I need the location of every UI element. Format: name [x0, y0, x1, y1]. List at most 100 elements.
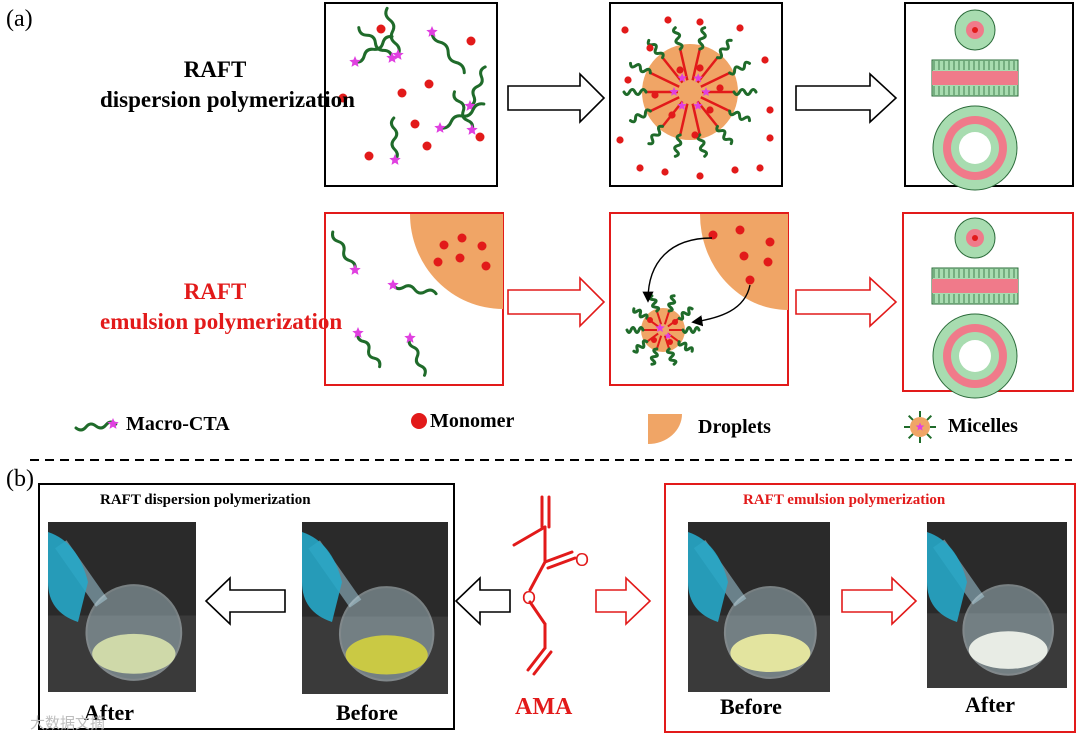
monomer-dot	[765, 237, 775, 247]
swollen-particle	[642, 44, 738, 140]
core-chain	[649, 96, 680, 113]
corona-chain	[696, 133, 708, 158]
monomer-dot	[696, 172, 704, 180]
corona-chain	[648, 294, 661, 313]
cta-star	[664, 332, 672, 340]
monomer-dot	[433, 257, 443, 267]
corona-chain	[649, 347, 659, 366]
monomer-dot	[735, 225, 745, 235]
monomer-dot	[763, 257, 773, 267]
monomer-dot	[668, 111, 676, 119]
legend-micelle-chain	[907, 433, 914, 440]
swollen-particle-chains	[616, 16, 774, 180]
monomer-dot	[691, 131, 699, 139]
caption-disp-after: After	[84, 700, 135, 725]
monomer-dot	[364, 151, 374, 161]
monomer-dot	[706, 106, 714, 114]
dispersion-box-title: RAFT dispersion polymerization	[100, 492, 311, 508]
monomer-dot	[696, 18, 704, 26]
micelle-center	[972, 235, 978, 241]
core-chain	[661, 56, 684, 84]
corona-chain	[681, 326, 701, 334]
core-chain	[691, 103, 702, 136]
monomer-dot	[422, 141, 432, 151]
monomer-dot	[667, 339, 673, 345]
flask-photos	[48, 522, 1067, 694]
monomer-dot	[397, 88, 407, 98]
glove	[688, 532, 728, 622]
macro-cta-chain	[407, 336, 427, 377]
monomer-dot	[646, 44, 654, 52]
flask-liquid	[92, 633, 176, 674]
legend-monomer-dot	[411, 413, 427, 429]
monomer-dot	[731, 166, 739, 174]
emulsion-box1-contents	[331, 230, 491, 377]
monomer-dot	[338, 93, 348, 103]
macro-cta-chain	[357, 26, 394, 60]
cta-star	[404, 332, 416, 343]
cta-star	[352, 327, 364, 338]
corona-chain	[647, 124, 665, 146]
corona-chain	[715, 38, 733, 60]
monomer-dot	[766, 106, 774, 114]
cta-star	[349, 264, 361, 275]
vesicle-lumen	[959, 132, 991, 164]
corona-chain	[728, 109, 751, 123]
cta-star	[677, 73, 687, 83]
macro-cta-chain	[353, 34, 394, 64]
caption-disp-before: Before	[336, 700, 398, 725]
monomer-diffusion-arrow-1	[642, 237, 713, 303]
cta-star	[389, 154, 401, 165]
cta-star	[434, 122, 446, 133]
arrow-disp-1	[507, 72, 606, 124]
corona-chain	[732, 88, 758, 96]
monomer-dot	[766, 134, 774, 142]
corona-chain	[677, 340, 694, 353]
micelle-center	[972, 27, 978, 33]
cta-star	[387, 279, 399, 290]
monomer-dot	[376, 24, 386, 34]
monomer-dot	[651, 337, 657, 343]
corona-chain	[667, 294, 677, 313]
arrow-disp-2	[795, 72, 898, 124]
corona-chain	[715, 124, 734, 146]
monomer-dot	[664, 16, 672, 24]
legend-micelle-chain	[926, 433, 933, 440]
monomer-dot	[616, 136, 624, 144]
corona-chain	[622, 88, 648, 96]
cta-star	[107, 418, 119, 429]
monomer-dot	[676, 66, 684, 74]
legend-micelles: Micelles	[948, 415, 1018, 437]
monomer-dot	[410, 119, 420, 129]
legend-micelle-chain	[926, 414, 933, 421]
legend-micelle-chain	[907, 414, 914, 421]
watermark: 大数据文摘	[30, 714, 106, 732]
corona-chain	[632, 307, 649, 320]
panel-b-label: (b)	[6, 466, 34, 492]
ama-oxygen-carbonyl: O	[575, 550, 589, 570]
monomer-dot	[647, 317, 653, 323]
corona-chain	[697, 26, 707, 51]
cta-star	[386, 52, 398, 63]
corona-chain	[625, 326, 645, 334]
corona-chain	[672, 26, 684, 51]
vesicle-lumen	[959, 340, 991, 372]
cta-star	[426, 26, 438, 37]
monomer-dot	[455, 253, 465, 263]
arrow-to-dispersion	[454, 576, 511, 626]
morphologies-emulsion	[931, 217, 1019, 399]
corona-chain	[673, 133, 683, 158]
monomer-dot	[624, 76, 632, 84]
macro-cta-chain	[384, 6, 401, 57]
corona-chain	[629, 61, 652, 75]
monomer-dot	[636, 164, 644, 172]
macro-cta-chain	[452, 90, 475, 132]
caption-emul-before: Before	[720, 694, 782, 719]
glove	[48, 532, 88, 622]
cta-star	[669, 86, 679, 96]
cta-star	[349, 56, 361, 67]
core-chain	[700, 96, 731, 113]
emulsion-box2-contents	[625, 225, 775, 366]
macro-cta-chain	[356, 331, 382, 369]
